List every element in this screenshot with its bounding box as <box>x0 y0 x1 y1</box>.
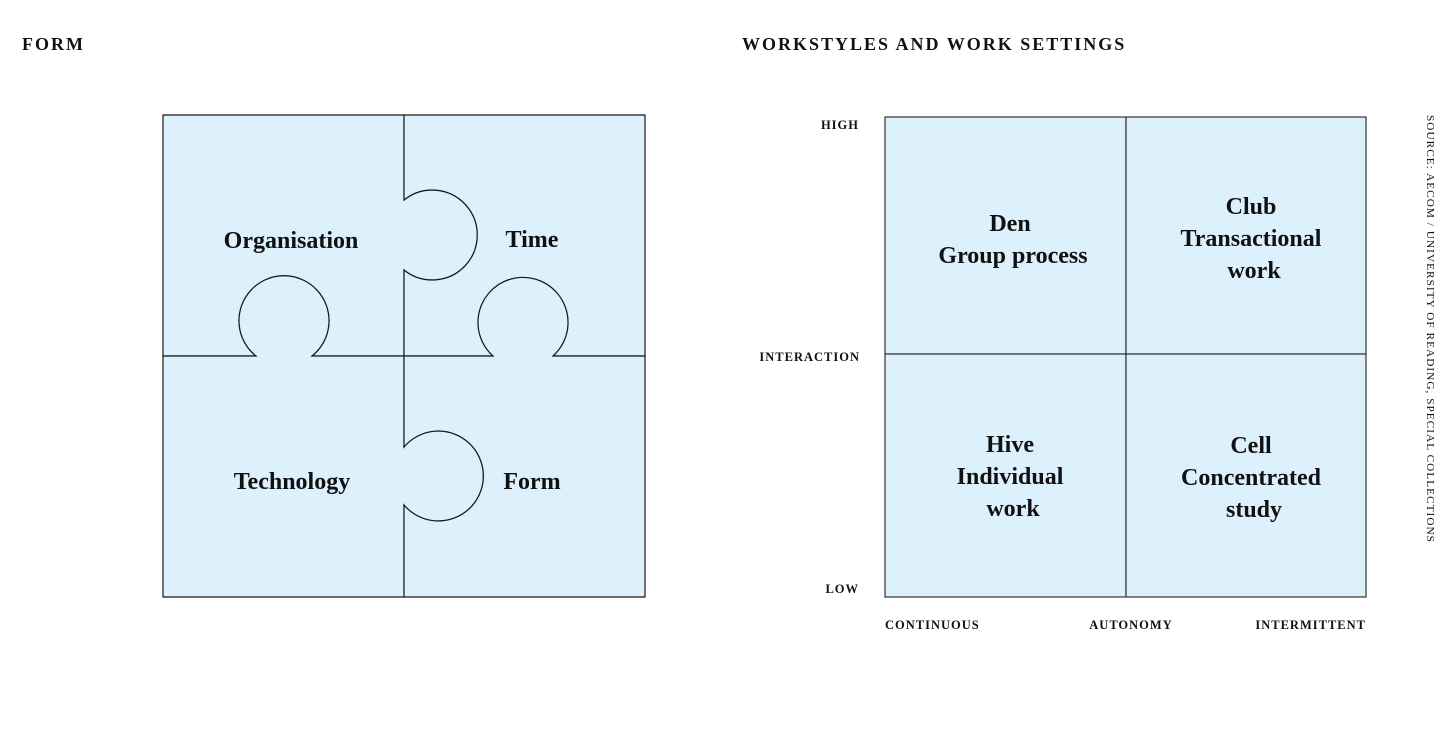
quadrant-den <box>884 116 1127 355</box>
quadrant-hive <box>884 353 1127 598</box>
matrix-heading: WORKSTYLES AND WORK SETTINGS <box>742 34 1127 54</box>
x-axis-continuous-label: CONTINUOUS <box>885 618 980 632</box>
workstyle-matrix: Den Group process Club Transactional wor… <box>759 116 1367 632</box>
y-axis-low-label: LOW <box>825 582 859 596</box>
puzzle-label-form: Form <box>503 469 560 495</box>
puzzle-piece-form <box>403 276 646 598</box>
puzzle-diagram: Organisation Time Technology Form <box>162 114 646 598</box>
quadrant-label-hive: Hive Individual work <box>957 432 1070 522</box>
puzzle-label-time: Time <box>506 227 559 253</box>
quadrant-label-club: Club Transactional work <box>1181 194 1328 284</box>
puzzle-label-technology: Technology <box>234 469 350 495</box>
source-credit: SOURCE: AECOM / UNIVERSITY OF READING, S… <box>1424 115 1436 543</box>
y-axis-interaction-label: INTERACTION <box>759 350 860 364</box>
y-axis-high-label: HIGH <box>821 118 859 132</box>
quadrant-club <box>1125 116 1367 355</box>
x-axis-autonomy-label: AUTONOMY <box>1089 618 1172 632</box>
x-axis-intermittent-label: INTERMITTENT <box>1255 618 1366 632</box>
puzzle-heading: FORM <box>22 34 85 54</box>
quadrant-cell <box>1125 353 1367 598</box>
puzzle-label-organisation: Organisation <box>224 228 359 254</box>
quadrant-label-cell: Cell Concentrated study <box>1181 433 1327 523</box>
quadrant-label-den: Den Group process <box>938 211 1087 269</box>
